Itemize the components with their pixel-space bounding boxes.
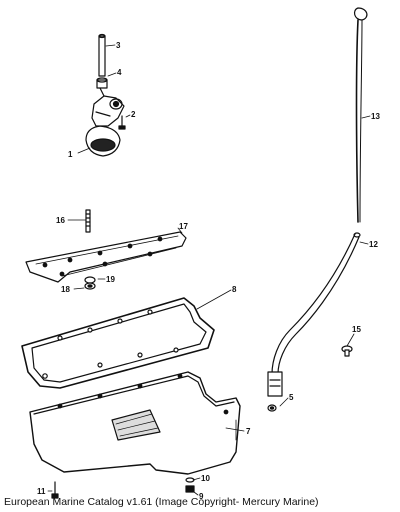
callout-3: 3 <box>116 41 121 50</box>
image-caption: European Marine Catalog v1.61 (Image Cop… <box>4 496 319 508</box>
callout-8: 8 <box>232 285 237 294</box>
drain-plug-drawing <box>185 477 195 493</box>
nut-washer-drawing <box>84 276 96 290</box>
tube-clip-drawing <box>267 404 277 412</box>
dipstick-drawing <box>353 7 368 223</box>
oil-pan-drawing <box>29 371 241 475</box>
baffle-plate-drawing <box>25 231 187 283</box>
stud-drawing <box>85 209 91 233</box>
pickup-tube-drawing <box>98 33 106 77</box>
callout-5: 5 <box>289 393 294 402</box>
pan-bolt-drawing <box>51 481 59 499</box>
callout-13: 13 <box>371 112 380 121</box>
oil-pump-drawing <box>85 87 125 157</box>
callout-2: 2 <box>131 110 136 119</box>
callout-19: 19 <box>106 275 115 284</box>
callout-10: 10 <box>201 474 210 483</box>
pan-gasket-drawing <box>21 297 215 389</box>
callout-18: 18 <box>61 285 70 294</box>
callout-17: 17 <box>179 222 188 231</box>
callout-16: 16 <box>56 216 65 225</box>
callout-leaders <box>47 44 371 496</box>
callout-1: 1 <box>68 150 73 159</box>
dipstick-tube-drawing <box>267 232 361 397</box>
pump-bolt-drawing <box>118 115 126 130</box>
callout-11: 11 <box>37 487 46 496</box>
callout-9: 9 <box>199 492 204 501</box>
callout-12: 12 <box>369 240 378 249</box>
callout-15: 15 <box>352 325 361 334</box>
callout-7: 7 <box>246 427 251 436</box>
o-ring-drawing <box>96 77 108 89</box>
plug-drawing <box>341 345 353 357</box>
callout-4: 4 <box>117 68 122 77</box>
